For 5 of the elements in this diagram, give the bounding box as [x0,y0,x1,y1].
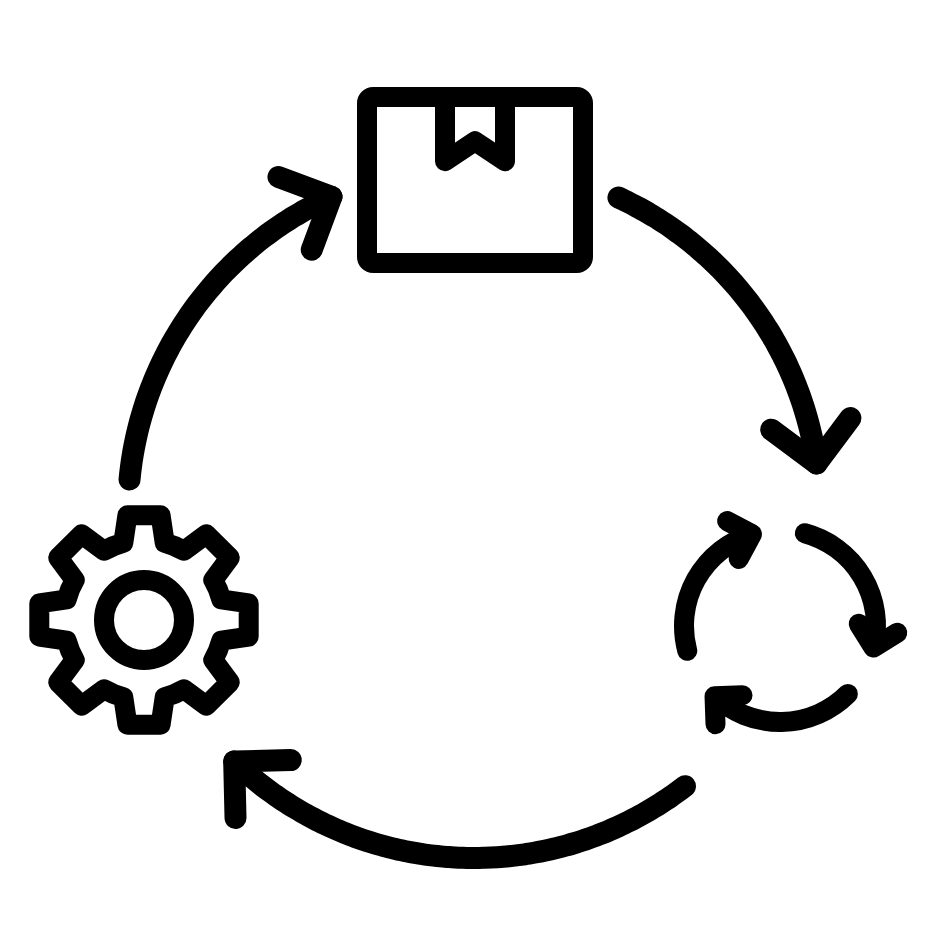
gear-icon [28,504,260,736]
arrow [223,749,696,869]
package-icon [356,86,594,274]
arrow [118,166,343,491]
arrow [607,186,862,475]
